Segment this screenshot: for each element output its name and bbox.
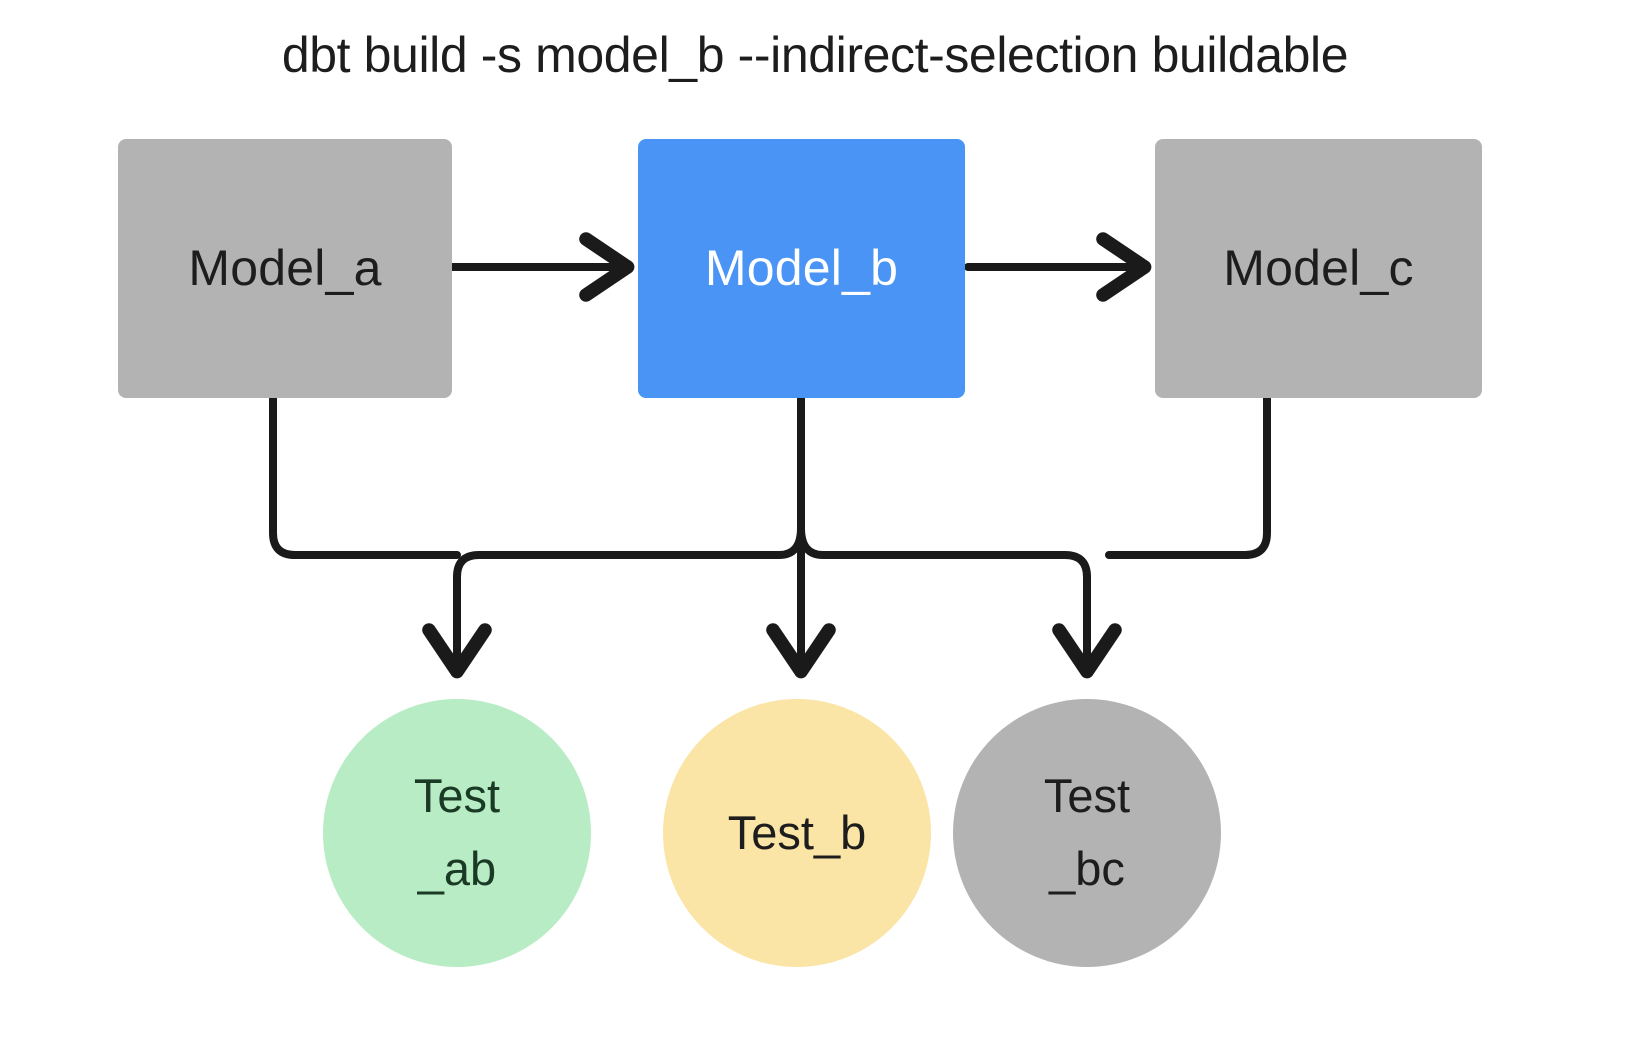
node-test-b-label: Test_b <box>727 805 867 859</box>
node-test-b[interactable]: Test_b <box>663 699 931 967</box>
edge-model-b-to-test-ab <box>422 524 805 679</box>
node-model-c[interactable]: Model_c <box>1155 139 1482 398</box>
node-model-a-label: Model_a <box>188 240 382 297</box>
edge-model-a-to-test-ab <box>269 394 461 559</box>
node-model-c-label: Model_c <box>1223 240 1414 297</box>
page-title: dbt build -s model_b --indirect-selectio… <box>281 27 1349 83</box>
edge-model-c-to-test-bc <box>1105 394 1271 559</box>
node-model-a[interactable]: Model_a <box>118 139 452 398</box>
node-model-b[interactable]: Model_b <box>638 139 965 398</box>
node-test-ab[interactable]: Test _ab <box>323 699 591 967</box>
node-model-b-label: Model_b <box>704 240 899 297</box>
node-test-bc-label: Test _bc <box>1043 769 1131 895</box>
node-test-bc[interactable]: Test _bc <box>953 699 1221 967</box>
edge-model-b-to-test-bc <box>797 524 1122 679</box>
node-test-ab-label: Test _ab <box>413 769 501 895</box>
